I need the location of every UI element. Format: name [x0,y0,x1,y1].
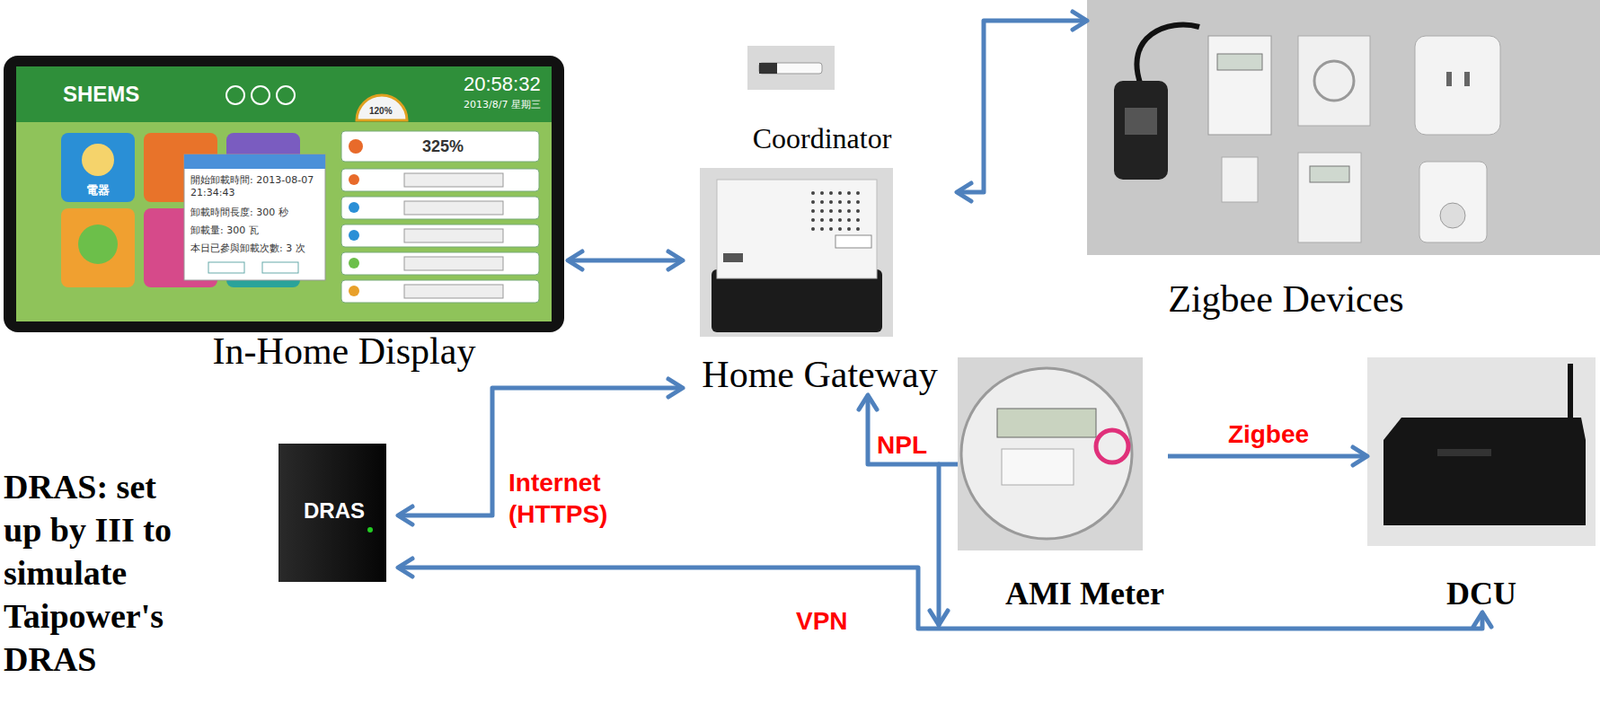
popup-line: 本日已參與卸載次數: 3 次 [190,242,321,256]
arrow-head [956,183,972,202]
connector [1167,447,1368,466]
devices-picture [1087,0,1600,256]
arrow-head [397,506,413,525]
arrow-head [567,251,583,270]
node-label: DCU [1446,576,1517,613]
node-label: DRAS [303,499,365,523]
connector [567,251,683,270]
connector [858,395,958,465]
arrow-head [1473,612,1492,628]
arrow-head [1072,11,1088,30]
node-label: Coordinator [752,123,893,155]
gauge-value: 120% [369,106,393,116]
server-node: DRAS [270,443,398,583]
meter-node: AMI Meter [957,357,1168,613]
node-label: Home Gateway [701,353,938,396]
edge-label: Zigbee [1223,418,1314,451]
connector [397,558,1492,629]
node-label: Zigbee Devices [1167,278,1404,320]
popup-line: 卸載量: 300 瓦 [190,224,321,238]
arrow-head [858,395,877,410]
devices-node: Zigbee Devices [1087,0,1600,320]
screen-title: SHEMS [62,82,140,107]
coordinator-picture [747,45,835,90]
edge-label: NPL [876,429,928,461]
connector-line [567,258,683,264]
dcu-picture [1367,357,1596,547]
connector-line [867,395,958,465]
arrow-head [397,558,413,577]
screen-clock: 20:58:32 [463,73,541,96]
connector-line [397,567,1483,629]
edge-label: Internet (HTTPS) [508,467,635,531]
connector-line [1167,454,1368,460]
tile-label: 電器 [61,183,135,198]
node-label: In-Home Display [212,330,477,372]
screen-date: 2013/8/7 星期三 [463,98,541,111]
popup-line: 開始卸載時間: 2013-08-07 21:34:43 [190,174,321,200]
panel-value: 325% [422,137,464,158]
arrow-head [1352,447,1368,466]
dcu-node: DCU [1367,357,1596,613]
node-label: AMI Meter [1005,576,1165,613]
tablet-picture [3,55,565,333]
connector-line [956,20,1088,193]
server-picture [278,443,387,583]
arrow-head [668,379,683,398]
arrow-head [668,251,683,270]
gateway-picture [699,167,893,337]
connector [956,11,1088,202]
edge-label: VPN [795,605,849,637]
note-text: DRAS: set up by III to simulate Taipower… [3,465,193,681]
popup-line: 卸載時間長度: 300 秒 [190,206,321,220]
coordinator-node: Coordinator [736,40,908,155]
branch-arrow [929,464,948,626]
meter-picture [957,357,1143,551]
gateway-node: Home Gateway [682,167,957,396]
